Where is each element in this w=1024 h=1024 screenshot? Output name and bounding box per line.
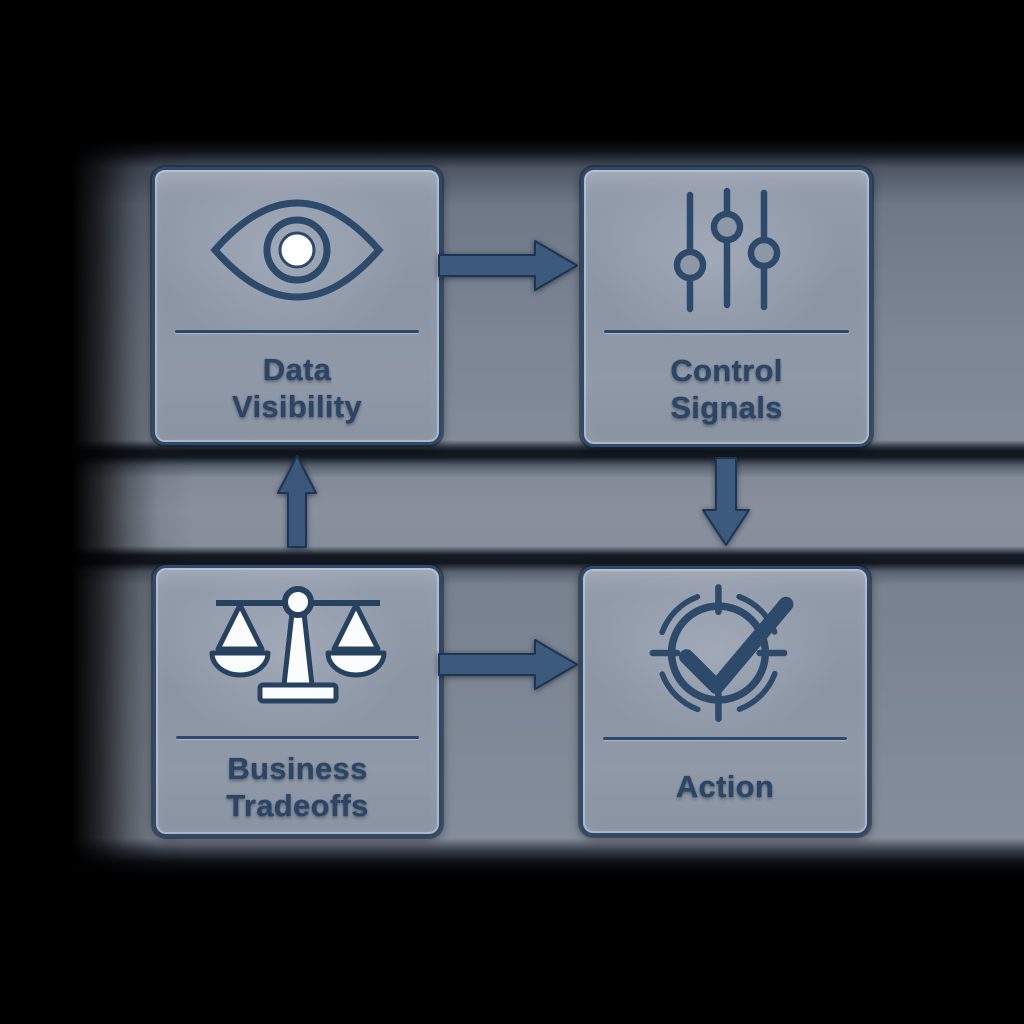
node-divider — [176, 736, 419, 739]
node-divider — [175, 330, 419, 333]
arrow-down-icon — [702, 457, 750, 546]
arrow-right-icon — [438, 639, 578, 690]
label-area: Control Signals — [584, 333, 869, 444]
node-label: Tradeoffs — [226, 787, 369, 823]
icon-area — [156, 568, 439, 736]
node-control-signals: Control Signals — [581, 167, 872, 447]
icon-area — [583, 569, 867, 737]
icon-area — [155, 170, 439, 330]
node-divider — [604, 330, 849, 333]
node-action: Action — [580, 566, 870, 836]
balance-scale-icon — [209, 586, 386, 704]
icon-area — [584, 170, 869, 330]
node-label: Action — [675, 769, 775, 804]
node-business-tradeoffs: Business Tradeoffs — [153, 565, 442, 837]
arrow-up-icon — [277, 455, 317, 548]
node-label: Business — [227, 750, 368, 786]
node-label: Visibility — [232, 388, 362, 424]
node-divider — [603, 737, 847, 740]
node-data-visibility: Data Visibility — [152, 167, 442, 445]
label-area: Business Tradeoffs — [156, 739, 439, 834]
node-label: Control — [670, 352, 783, 388]
sliders-icon — [673, 187, 780, 313]
arrow-right-icon — [438, 240, 578, 291]
eye-icon — [210, 199, 384, 301]
node-label: Signals — [670, 389, 783, 425]
target-check-icon — [649, 584, 794, 722]
node-label: Data — [262, 351, 332, 387]
label-area: Data Visibility — [155, 333, 439, 442]
label-area: Action — [583, 740, 867, 833]
